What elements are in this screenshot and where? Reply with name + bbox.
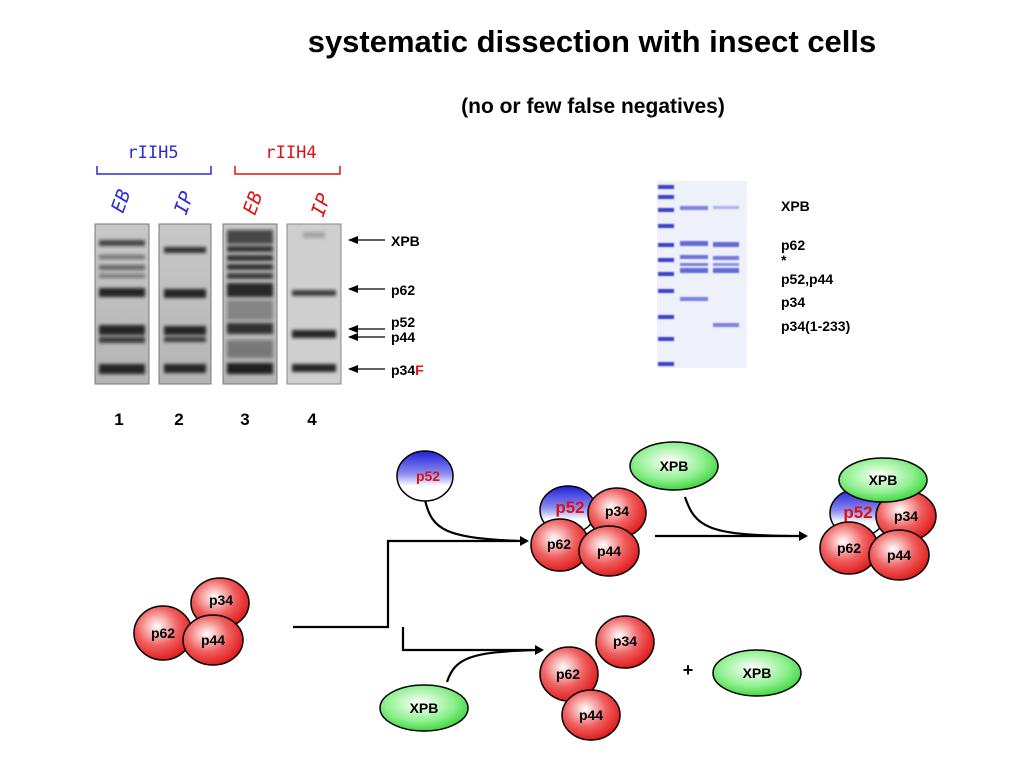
label-p34: p34 [613, 633, 637, 649]
label-p34: p34 [209, 592, 233, 608]
group-bracket-riih4: rIIH4 [234, 143, 341, 175]
lane-label-1: EB [107, 187, 136, 216]
label-p62: p62 [556, 666, 580, 682]
core-p52-complex: p52 p62 p34 p44 [530, 485, 647, 577]
label-xpb: XPB [743, 665, 772, 681]
band-label-flag-tag: F [415, 362, 424, 378]
label-xpb: XPB [660, 458, 689, 474]
label-p34: p34 [605, 503, 629, 519]
protein-xpb [379, 684, 469, 732]
protein-p52 [396, 450, 454, 502]
gel-label-p34: p34 [781, 294, 805, 310]
label-p62: p62 [151, 625, 175, 641]
blot-lane-1 [94, 223, 150, 385]
lane-number-4: 4 [307, 410, 317, 429]
core-complex-start: p62 p34 p44 [133, 577, 250, 666]
band-label-p44: p44 [391, 329, 415, 345]
band-label-p34: p34 [391, 362, 415, 378]
coomassie-lane-1 [680, 206, 708, 301]
group-bracket-riih5: rIIH5 [96, 143, 212, 175]
plus-sign: + [683, 660, 694, 680]
label-p34: p34 [894, 508, 918, 524]
protein-p44 [868, 529, 930, 581]
diagram-arrowheads [520, 531, 808, 655]
slide-title: systematic dissection with insect cells [308, 24, 877, 59]
label-xpb: XPB [869, 472, 898, 488]
gel-label-asterisk: * [781, 252, 787, 268]
slide-subtitle: (no or few false negatives) [461, 95, 725, 118]
protein-p44 [561, 689, 621, 741]
lane-number-2: 2 [174, 410, 183, 429]
band-label-p62: p62 [391, 282, 415, 298]
lane-label-3: EB [239, 189, 268, 218]
group-label-riih5: rIIH5 [127, 143, 178, 163]
western-blot-panel: rIIH5 rIIH4 EB IP EB IP [94, 143, 424, 429]
lane-number-1: 1 [114, 410, 123, 429]
label-p44: p44 [201, 632, 225, 648]
label-p62: p62 [837, 540, 861, 556]
core-p52-xpb-complex: XPB p52 p62 p34 p44 [819, 457, 937, 581]
free-p52: p52 [396, 450, 454, 502]
free-xpb-bottom: XPB [379, 684, 469, 732]
assembly-diagram [293, 496, 805, 683]
lane-label-2: IP [170, 188, 199, 218]
label-p62: p62 [547, 536, 571, 552]
protein-p44 [578, 525, 640, 577]
band-label-p52: p52 [391, 314, 415, 330]
label-p52: p52 [416, 468, 440, 484]
band-label-p34f: p34F [391, 362, 424, 378]
label-p44: p44 [597, 543, 621, 559]
protein-xpb [838, 457, 928, 503]
protein-xpb [629, 441, 719, 491]
blot-lane-3 [222, 223, 278, 385]
lane-label-4: IP [307, 190, 336, 220]
free-xpb-unbound: XPB [712, 649, 802, 697]
core-complex-result: p62 p34 p44 [539, 615, 655, 741]
gel-label-p62: p62 [781, 237, 805, 253]
band-label-xpb: XPB [391, 233, 420, 249]
protein-xpb [712, 649, 802, 697]
marker-lane [658, 185, 674, 366]
lane-number-3: 3 [240, 410, 249, 429]
protein-p44 [182, 614, 244, 666]
label-p52: p52 [555, 498, 584, 517]
coomassie-lane-2 [713, 206, 739, 327]
group-label-riih4: rIIH4 [265, 143, 316, 163]
coomassie-gel-panel: XPB p62 * p52,p44 p34 p34(1-233) [657, 181, 850, 368]
blot-lane-4 [286, 223, 342, 385]
protein-p34 [595, 615, 655, 669]
gel-label-p34-truncated: p34(1-233) [781, 318, 850, 334]
free-xpb-top: XPB [629, 441, 719, 491]
label-p52: p52 [843, 503, 872, 522]
blot-lane-2 [158, 223, 212, 385]
label-p44: p44 [887, 547, 911, 563]
label-p44: p44 [579, 707, 603, 723]
gel-label-p52-p44: p52,p44 [781, 271, 833, 287]
gel-label-xpb: XPB [781, 198, 810, 214]
label-xpb: XPB [410, 700, 439, 716]
